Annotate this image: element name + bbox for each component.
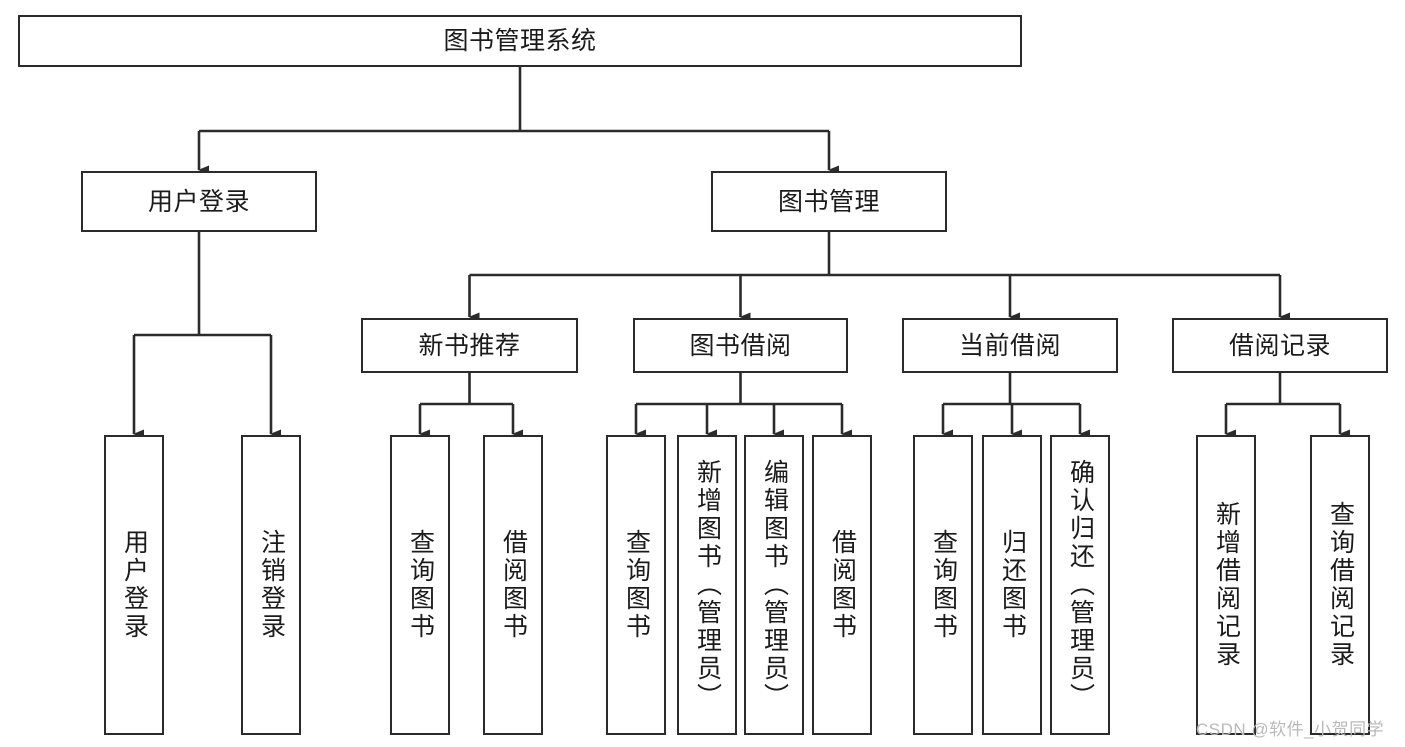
node-leaf-add-borrow-record[interactable]: 新增借阅记录 [1196,435,1256,735]
node-label-leaf-borrow-book-rec: 借阅图书 [499,529,528,641]
node-leaf-query-borrow-record[interactable]: 查询借阅记录 [1310,435,1370,735]
node-leaf-edit-book-admin[interactable]: 编辑图书（管理员） [744,435,804,735]
node-label-book-manage: 图书管理 [777,187,880,216]
node-leaf-query-book-rec[interactable]: 查询图书 [390,435,450,735]
node-book-borrow[interactable]: 图书借阅 [633,318,848,373]
node-book-manage[interactable]: 图书管理 [711,171,947,232]
node-leaf-borrow-book-rec[interactable]: 借阅图书 [483,435,543,735]
node-label-leaf-query-book-borrow: 查询图书 [622,529,651,641]
node-label-leaf-borrow-book: 借阅图书 [828,529,857,641]
node-label-book-borrow: 图书借阅 [689,331,792,360]
node-leaf-add-book-admin[interactable]: 新增图书（管理员） [677,435,737,735]
node-label-leaf-add-book-admin: 新增图书（管理员） [693,459,722,711]
node-label-root: 图书管理系统 [443,27,597,55]
node-label-leaf-query-book-rec: 查询图书 [406,529,435,641]
node-leaf-query-book-borrow[interactable]: 查询图书 [606,435,666,735]
node-label-leaf-query-borrow-record: 查询借阅记录 [1326,501,1355,669]
node-leaf-borrow-book[interactable]: 借阅图书 [812,435,872,735]
node-leaf-user-login[interactable]: 用户登录 [104,435,164,735]
node-label-leaf-return-book: 归还图书 [998,529,1027,641]
node-root[interactable]: 图书管理系统 [18,15,1022,67]
node-label-leaf-add-borrow-record: 新增借阅记录 [1212,501,1241,669]
node-label-user-login: 用户登录 [147,187,250,216]
node-label-leaf-query-book-cur: 查询图书 [929,529,958,641]
node-user-login[interactable]: 用户登录 [81,171,317,232]
node-label-leaf-edit-book-admin: 编辑图书（管理员） [760,459,789,711]
node-label-borrow-record: 借阅记录 [1228,331,1331,360]
node-label-leaf-user-logout: 注销登录 [257,529,286,641]
node-leaf-return-book[interactable]: 归还图书 [982,435,1042,735]
node-label-new-book-rec: 新书推荐 [418,331,521,360]
node-leaf-query-book-cur[interactable]: 查询图书 [913,435,973,735]
csdn-watermark: CSDN @软件_小贺同学 [1196,720,1385,739]
node-label-current-borrow: 当前借阅 [958,331,1061,360]
node-label-leaf-user-login: 用户登录 [120,529,149,641]
node-leaf-user-logout[interactable]: 注销登录 [241,435,301,735]
node-current-borrow[interactable]: 当前借阅 [902,318,1118,373]
node-borrow-record[interactable]: 借阅记录 [1172,318,1388,373]
node-new-book-rec[interactable]: 新书推荐 [361,318,578,373]
node-label-leaf-confirm-return-admin: 确认归还（管理员） [1066,459,1095,711]
node-leaf-confirm-return-admin[interactable]: 确认归还（管理员） [1050,435,1110,735]
